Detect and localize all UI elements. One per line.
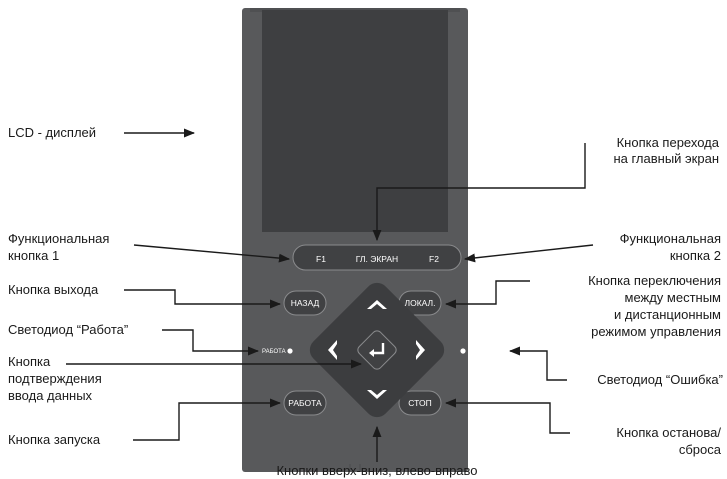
- f1-key-callout-line1: Функциональная: [8, 231, 109, 246]
- run-led: [287, 348, 293, 354]
- error-led-callout: Светодиод “Ошибка”: [597, 372, 723, 387]
- arrow-up-icon[interactable]: [367, 300, 387, 309]
- enter-key-callout-line3: ввода данных: [8, 388, 93, 403]
- home-key-callout-line1: Кнопка перехода: [617, 135, 720, 150]
- enter-key-callout-line2: подтверждения: [8, 371, 102, 386]
- home-key-callout-line2: на главный экран: [613, 151, 719, 166]
- back-button-label: НАЗАД: [291, 298, 320, 308]
- f2-button[interactable]: F2: [429, 254, 439, 264]
- lcd-callout: LCD - дисплей: [8, 125, 96, 140]
- home-screen-button[interactable]: ГЛ. ЭКРАН: [356, 254, 398, 264]
- local-key-callout-line4: режимом управления: [591, 324, 721, 339]
- back-key-callout: Кнопка выхода: [8, 282, 99, 297]
- f1-key-callout-line2: кнопка 1: [8, 248, 59, 263]
- lcd-display: [262, 10, 448, 232]
- local-remote-button-label: ЛОКАЛ.: [405, 298, 436, 308]
- run-key-callout: Кнопка запуска: [8, 432, 101, 447]
- keypad-panel: F1 ГЛ. ЭКРАН F2 НАЗАД ЛОКАЛ. РАБОТА СТОП…: [242, 8, 494, 472]
- callout-lines: [66, 128, 594, 462]
- f2-key-callout-line1: Функциональная: [620, 231, 721, 246]
- arrow-down-icon[interactable]: [367, 390, 387, 399]
- error-led-label: ОШИБКА: [468, 349, 494, 355]
- enter-icon: [372, 343, 385, 355]
- error-led: [460, 348, 466, 354]
- back-button[interactable]: [283, 290, 327, 316]
- stop-key-callout-line1: Кнопка останова/: [616, 425, 721, 440]
- arrow-keys-callout: Кнопки вверх-вниз, влево-вправо: [276, 463, 477, 478]
- local-key-callout-line2: между местным: [625, 290, 722, 305]
- enter-key-callout-line1: Кнопка: [8, 354, 51, 369]
- enter-button[interactable]: [356, 329, 398, 371]
- local-key-callout-line3: и дистанционным: [614, 307, 721, 322]
- run-led-callout: Светодиод “Работа”: [8, 322, 128, 337]
- local-key-callout-line1: Кнопка переключения: [588, 273, 721, 288]
- run-button[interactable]: [283, 390, 327, 416]
- stop-button[interactable]: [398, 390, 442, 416]
- stop-key-callout-line2: сброса: [679, 442, 722, 457]
- f2-key-callout-line2: кнопка 2: [670, 248, 721, 263]
- stop-button-label: СТОП: [408, 398, 431, 408]
- f1-button[interactable]: F1: [316, 254, 326, 264]
- callout-labels: LCD - дисплей Кнопка перехода на главный…: [8, 125, 723, 478]
- function-key-strip[interactable]: [292, 244, 462, 271]
- run-led-label: РАБОТА: [262, 349, 286, 355]
- arrow-left-icon[interactable]: [328, 340, 337, 360]
- run-button-label: РАБОТА: [288, 398, 322, 408]
- arrow-right-icon[interactable]: [416, 340, 425, 360]
